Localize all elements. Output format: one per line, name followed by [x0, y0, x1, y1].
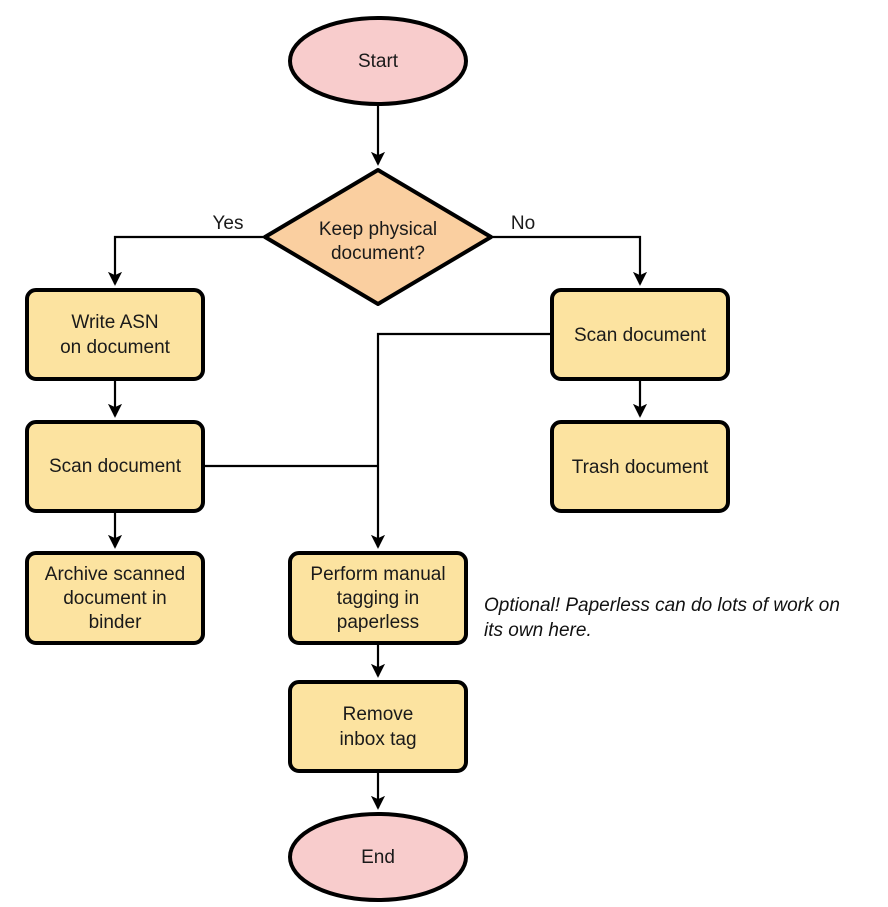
remove-inbox-label-line1: Remove [343, 704, 414, 725]
archive-label-line1: Archive scanned [45, 564, 185, 585]
scan-document-right-box [550, 288, 730, 381]
remove-inbox-label-line2: inbox tag [339, 729, 416, 750]
node-trash-document[interactable]: Trash document [550, 420, 730, 513]
archive-label-line3: binder [89, 612, 142, 633]
node-archive-scanned-document[interactable]: Archive scanned document in binder [25, 551, 205, 645]
node-end[interactable]: End [288, 812, 468, 902]
archive-box [25, 551, 205, 645]
start-ellipse [288, 16, 468, 106]
node-remove-inbox-tag[interactable]: Remove inbox tag [288, 680, 468, 773]
scan-document-left-box [25, 420, 205, 513]
optional-note: Optional! Paperless can do lots of work … [484, 595, 840, 641]
optional-note-line1: Optional! Paperless can do lots of work … [484, 595, 840, 616]
optional-note-line2: its own here. [484, 620, 592, 641]
tagging-box [288, 551, 468, 645]
decision-label-line2: document? [331, 243, 425, 264]
write-asn-label-line2: on document [60, 337, 171, 358]
write-asn-box [25, 288, 205, 381]
tagging-label-line1: Perform manual [310, 564, 445, 585]
scan-document-right-label: Scan document [574, 325, 707, 346]
edge-scan-right-to-tagging [370, 332, 552, 549]
archive-label-line2: document in [63, 588, 167, 609]
trash-document-box [550, 420, 730, 513]
trash-document-label: Trash document [572, 457, 709, 478]
write-asn-label-line1: Write ASN [71, 312, 158, 333]
end-ellipse [288, 812, 468, 902]
edge-decision-no-to-scan-right [492, 235, 648, 286]
end-label: End [361, 847, 395, 868]
node-start[interactable]: Start [288, 16, 468, 106]
edge-label-yes: Yes [213, 213, 244, 234]
remove-inbox-box [288, 680, 468, 773]
node-write-asn-on-document[interactable]: Write ASN on document [25, 288, 205, 381]
tagging-label-line3: paperless [337, 612, 419, 633]
decision-label-line1: Keep physical [319, 219, 437, 240]
node-decision-keep-physical-document[interactable]: Keep physical document? [263, 168, 493, 306]
edge-decision-yes-to-write-asn [107, 235, 265, 286]
node-scan-document-left[interactable]: Scan document [25, 420, 205, 513]
node-scan-document-right[interactable]: Scan document [550, 288, 730, 381]
node-perform-manual-tagging[interactable]: Perform manual tagging in paperless [288, 551, 468, 645]
edge-label-no: No [511, 213, 535, 234]
decision-diamond [263, 168, 493, 306]
start-label: Start [358, 51, 399, 72]
scan-document-left-label: Scan document [49, 456, 182, 477]
tagging-label-line2: tagging in [337, 588, 419, 609]
